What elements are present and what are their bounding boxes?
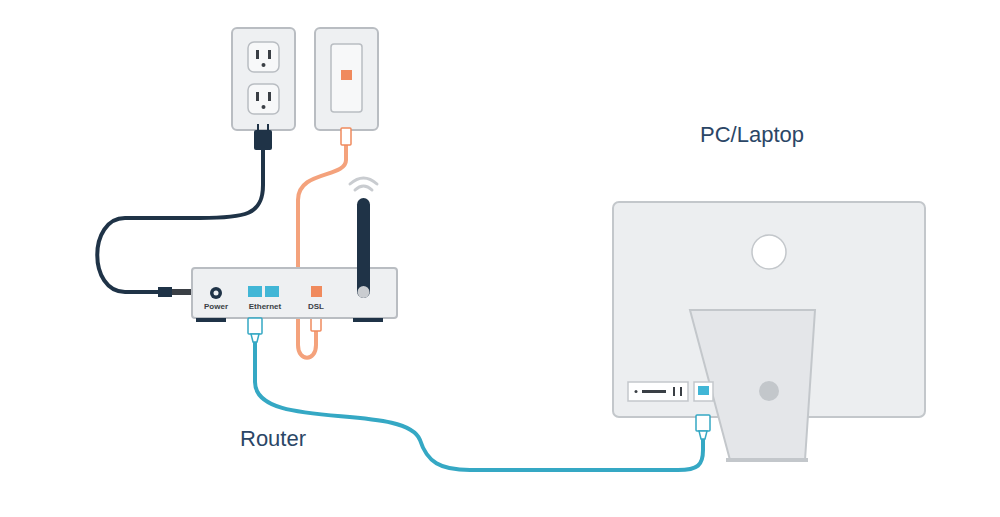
device-heading: PC/Laptop: [700, 122, 804, 148]
ethernet-port: [248, 286, 262, 297]
port-label: Ethernet: [249, 302, 281, 311]
port-label: Power: [204, 302, 228, 311]
outlet-plate: [232, 28, 295, 130]
router-foot: [196, 318, 226, 322]
pc-ethernet-panel: [694, 382, 713, 401]
socket-slots: [256, 50, 271, 109]
vesa-cap: [752, 235, 786, 269]
antenna: [357, 198, 370, 298]
wall-jack-plate: [315, 28, 378, 130]
stand-base: [726, 458, 808, 462]
router-device: Power Ethernet DSL: [192, 268, 397, 318]
pc-ethernet-plug: [696, 415, 710, 439]
cable-hole: [759, 381, 779, 401]
io-port: [635, 390, 638, 393]
io-port: [680, 387, 682, 396]
io-port: [673, 387, 675, 396]
dsl-cable: [298, 145, 346, 358]
ethernet-port: [265, 286, 279, 297]
power-port-pin: [214, 291, 219, 296]
device-label: Router: [240, 426, 306, 452]
io-panel: [628, 382, 688, 401]
pc-device: PC/Laptop: [613, 202, 925, 417]
io-port: [642, 390, 666, 393]
ethernet-cable: [255, 342, 703, 470]
pc-ethernet-port: [698, 386, 709, 395]
jack-inset: [331, 44, 362, 112]
router-ethernet-plug: [248, 318, 262, 342]
monitor-stand: [690, 310, 815, 460]
router-foot: [353, 318, 383, 322]
dsl-wall-jack: [341, 70, 352, 80]
power-port: [210, 287, 222, 299]
port-label: DSL: [308, 302, 324, 311]
outlet-sockets: [248, 42, 279, 114]
wifi-waves: [350, 178, 377, 190]
antenna-base: [358, 286, 370, 298]
dsl-port: [311, 286, 322, 297]
